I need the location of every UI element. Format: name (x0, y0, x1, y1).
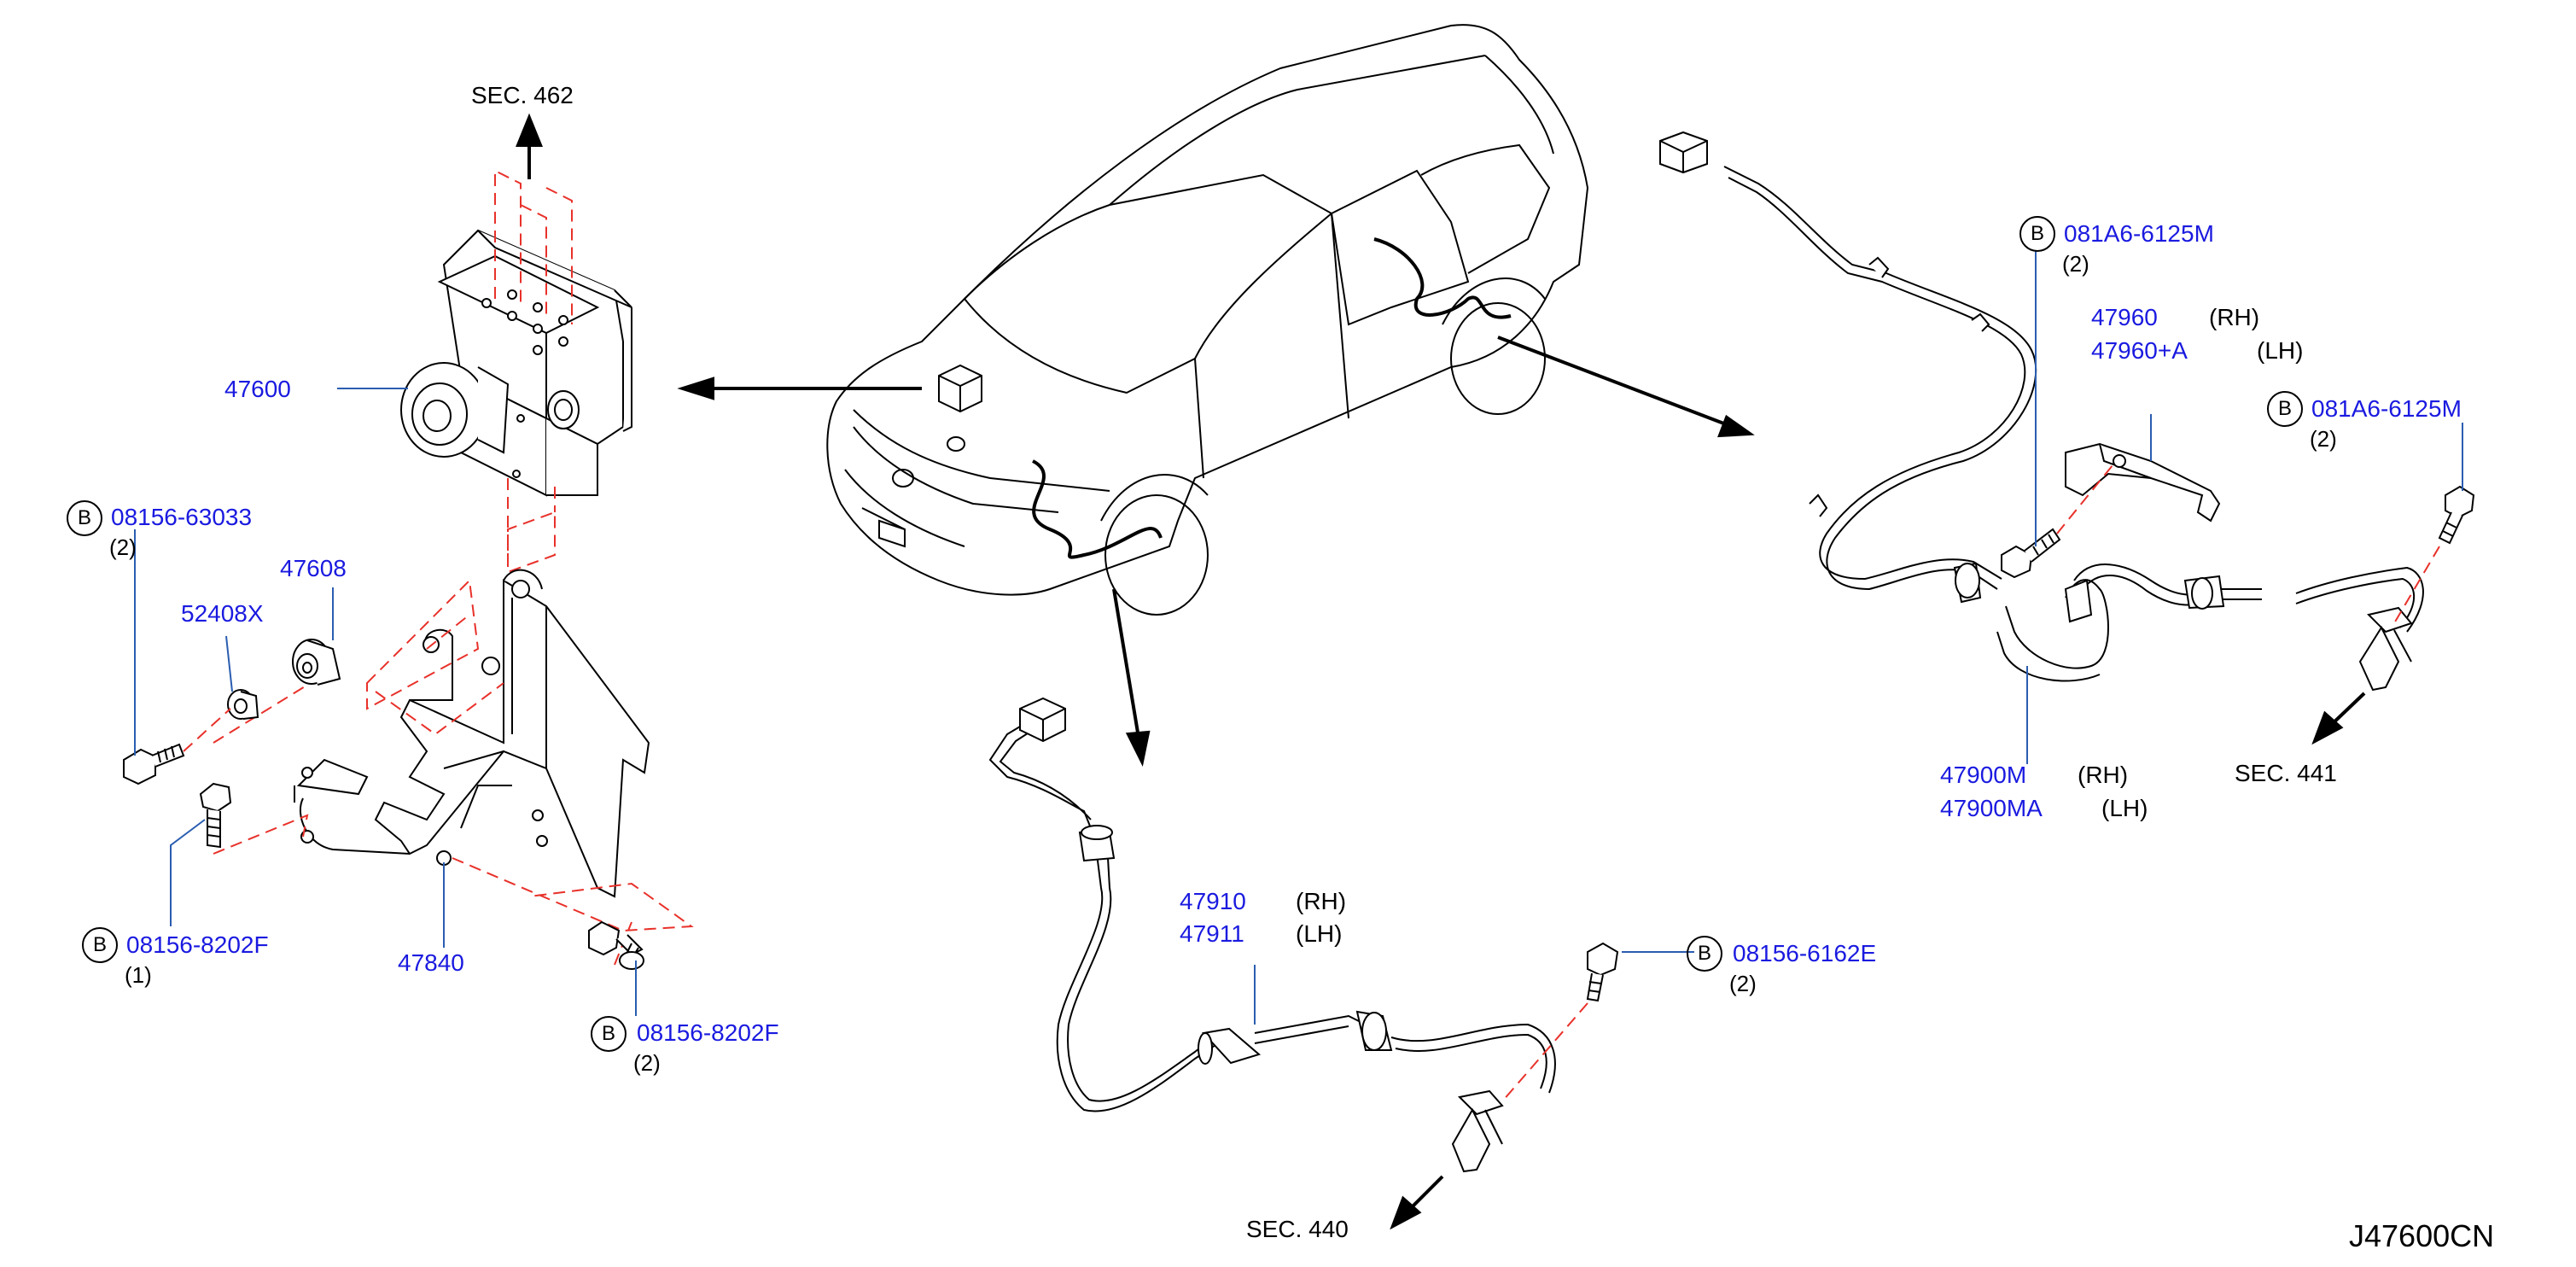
diagram-code: J47600CN (2349, 1218, 2495, 1253)
bolt-icon-08156-8202f-1 (199, 782, 232, 849)
abs-actuator-unit (400, 229, 632, 497)
bolt-marker-b: B (591, 1016, 627, 1052)
vehicle-outline (826, 24, 1589, 616)
part-number-52408x: 52408X (181, 600, 264, 627)
quantity-08156-8202f-2: (2) (633, 1050, 661, 1076)
phantom-line-bolts-left (183, 708, 231, 752)
part-number-47608: 47608 (280, 555, 347, 581)
bolt-icon-08156-63033 (123, 743, 185, 785)
abs-module-location-icon (938, 364, 982, 413)
section-ref-441: SEC. 441 (2235, 760, 2337, 786)
part-number-47900ma: 47900MA (1940, 795, 2043, 821)
quantity-081a6-6125m-2: (2) (2310, 426, 2337, 452)
phantom-lines-unit (494, 169, 573, 574)
actuator-bracket (294, 569, 650, 898)
part-number-47960: 47960 (2091, 304, 2158, 330)
part-number-08156-8202f-2: 08156-8202F (637, 1019, 779, 1046)
bolt-marker-b: B (67, 500, 102, 536)
side-rh-47900m: (RH) (2078, 762, 2129, 788)
collar-52408x (227, 689, 259, 720)
side-lh-47911: (LH) (1296, 920, 1343, 947)
part-number-08156-6162e: 08156-6162E (1733, 940, 1877, 966)
part-number-08156-63033: 08156-63033 (111, 504, 253, 530)
quantity-08156-63033: (2) (109, 534, 137, 560)
part-number-47900m: 47900M (1940, 762, 2027, 788)
arrow-sec441 (2311, 692, 2366, 745)
grommet-47608 (292, 639, 341, 686)
front-sensor-parts (1019, 697, 1504, 1173)
quantity-081a6-6125m-1: (2) (2062, 251, 2089, 277)
part-number-47910: 47910 (1180, 888, 1246, 914)
leader-lines (134, 250, 2463, 1025)
bolt-icon-08156-6162e (1586, 942, 1619, 1002)
part-number-08156-8202f-1: 08156-8202F (126, 931, 269, 958)
section-ref-462: SEC. 462 (471, 82, 574, 108)
section-ref-440: SEC. 440 (1246, 1216, 1349, 1242)
bolt-icon-081a6-6125m-1 (2001, 528, 2061, 579)
bolt-icon-08156-8202f-2 (588, 920, 644, 970)
side-rh-47910: (RH) (1296, 888, 1347, 914)
bolt-marker-b: B (2267, 391, 2303, 427)
front-sensor-harness (988, 721, 1556, 1112)
part-number-47840: 47840 (398, 949, 464, 976)
bolt-marker-b: B (82, 927, 118, 963)
rear-sensor-parts (1659, 131, 2413, 692)
part-number-47600: 47600 (224, 376, 291, 402)
part-number-47911: 47911 (1180, 920, 1244, 947)
side-lh-47960-a: (LH) (2257, 337, 2304, 364)
part-number-081a6-6125m-1: 081A6-6125M (2064, 220, 2214, 247)
side-lh-47900ma: (LH) (2101, 795, 2148, 821)
part-number-081a6-6125m-2: 081A6-6125M (2311, 395, 2462, 422)
bolt-marker-b: B (1687, 936, 1722, 972)
bolt-icon-081a6-6125m-2 (2438, 485, 2475, 545)
quantity-08156-8202f-1: (1) (125, 962, 152, 988)
callout-arrows (516, 113, 1755, 768)
arrow-sec440 (1390, 1175, 1444, 1230)
part-number-47960-a: 47960+A (2091, 337, 2188, 364)
quantity-08156-6162e: (2) (1729, 971, 1757, 996)
bolt-marker-b: B (2019, 216, 2055, 252)
vehicle-harness-lines (1032, 237, 1512, 559)
rear-sensor-bracket (2065, 442, 2221, 523)
phantom-line-front-sensor (1501, 1002, 1588, 1102)
side-rh-47960: (RH) (2209, 304, 2260, 330)
phantom-lines-rear (2056, 464, 2440, 624)
